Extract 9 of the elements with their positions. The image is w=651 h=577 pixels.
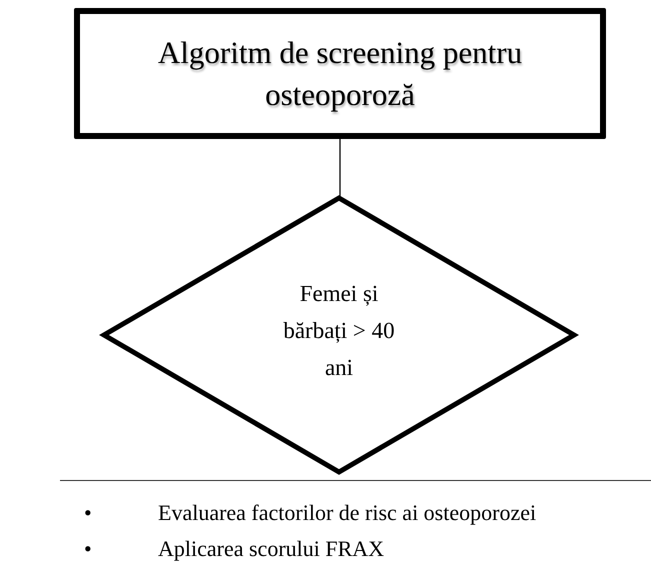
bullet-item: Evaluarea factorilor de risc ai osteoporozei (158, 499, 536, 527)
title-box (74, 8, 606, 139)
title-text: Algoritm de screening pentru osteoporoză (156, 34, 524, 114)
connector-line (339, 139, 341, 198)
decision-diamond (101, 196, 577, 474)
bullet-mark: • (84, 535, 92, 563)
bullet-mark: • (84, 499, 92, 527)
decision-text: Femei și bărbați > 40 ani (282, 280, 396, 382)
bullet-item: Aplicarea scorului FRAX (158, 535, 384, 563)
